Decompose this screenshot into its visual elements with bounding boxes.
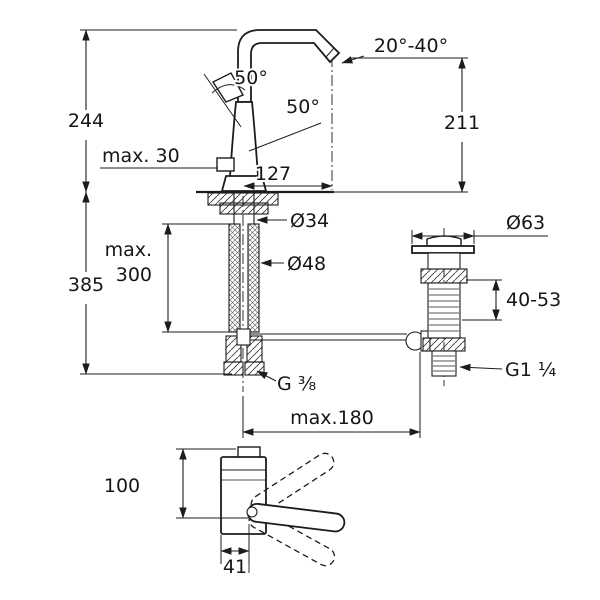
waste-assembly xyxy=(411,235,475,377)
dim-spout-reach: 127 xyxy=(255,163,291,185)
pop-up-rod xyxy=(236,328,431,352)
dim-waste-thread: G1 ¹⁄₄ xyxy=(505,359,557,381)
front-view: 244 max. 30 50° 50° 127 20°-40° 211 Ø34 … xyxy=(66,29,563,438)
supply-hoses xyxy=(223,223,265,376)
handle-positions xyxy=(246,452,346,567)
handle-pivot xyxy=(246,506,258,518)
dim-hose-length-value: 300 xyxy=(116,264,152,286)
dim-overall-depth: 385 xyxy=(68,274,104,296)
waste-tailpiece xyxy=(431,350,457,377)
dim-handle-offset: 41 xyxy=(223,556,247,578)
handle-position-up xyxy=(250,452,335,514)
mounting-deck xyxy=(196,190,334,224)
dim-hole-diameter: Ø48 xyxy=(287,253,326,275)
mounting-nut xyxy=(219,202,269,215)
handle-position-down xyxy=(248,509,336,567)
side-view-labels: 100 41 xyxy=(102,473,249,580)
g114-leader-arrow xyxy=(459,363,503,372)
dim-handle-angle-right: 50° xyxy=(286,96,320,118)
tailpiece-threads xyxy=(433,355,455,372)
dim-clamping-range: 40-53 xyxy=(506,289,561,311)
handle-angle-lines xyxy=(203,73,322,152)
dim-shank-diameter: Ø34 xyxy=(290,210,329,232)
dim-spout-swivel-range: 20°-40° xyxy=(374,35,448,57)
dim-deck-thickness: max. 30 xyxy=(102,145,180,167)
waste-plug xyxy=(426,235,462,247)
swivel-leader-arrow xyxy=(341,55,365,64)
thread-lines xyxy=(429,288,459,332)
dimension-lines xyxy=(82,29,503,436)
pop-up-knob xyxy=(216,157,235,172)
dim-handle-height: 100 xyxy=(104,475,140,497)
waste-flange xyxy=(411,245,475,254)
side-view: 100 41 xyxy=(102,446,346,580)
dim-handle-angle-left: 50° xyxy=(234,67,268,89)
dim-waste-flange-diameter: Ø63 xyxy=(506,212,545,234)
waste-locknut xyxy=(420,268,468,284)
g38-leader-arrow xyxy=(256,370,277,382)
side-dimension-lines xyxy=(179,448,250,555)
dim-spout-outlet-height: 211 xyxy=(444,112,480,134)
waste-threaded-body xyxy=(427,282,461,339)
hose-nut xyxy=(223,361,244,376)
dim-overall-height: 244 xyxy=(68,110,104,132)
dim-hose-length-word: max. xyxy=(105,239,152,261)
dim-supply-thread: G ³⁄₈ xyxy=(277,373,316,395)
front-view-labels: 244 max. 30 50° 50° 127 20°-40° 211 Ø34 … xyxy=(66,33,563,431)
spout xyxy=(237,29,341,103)
waste-nut xyxy=(422,337,466,352)
dim-center-distance: max.180 xyxy=(290,407,374,429)
